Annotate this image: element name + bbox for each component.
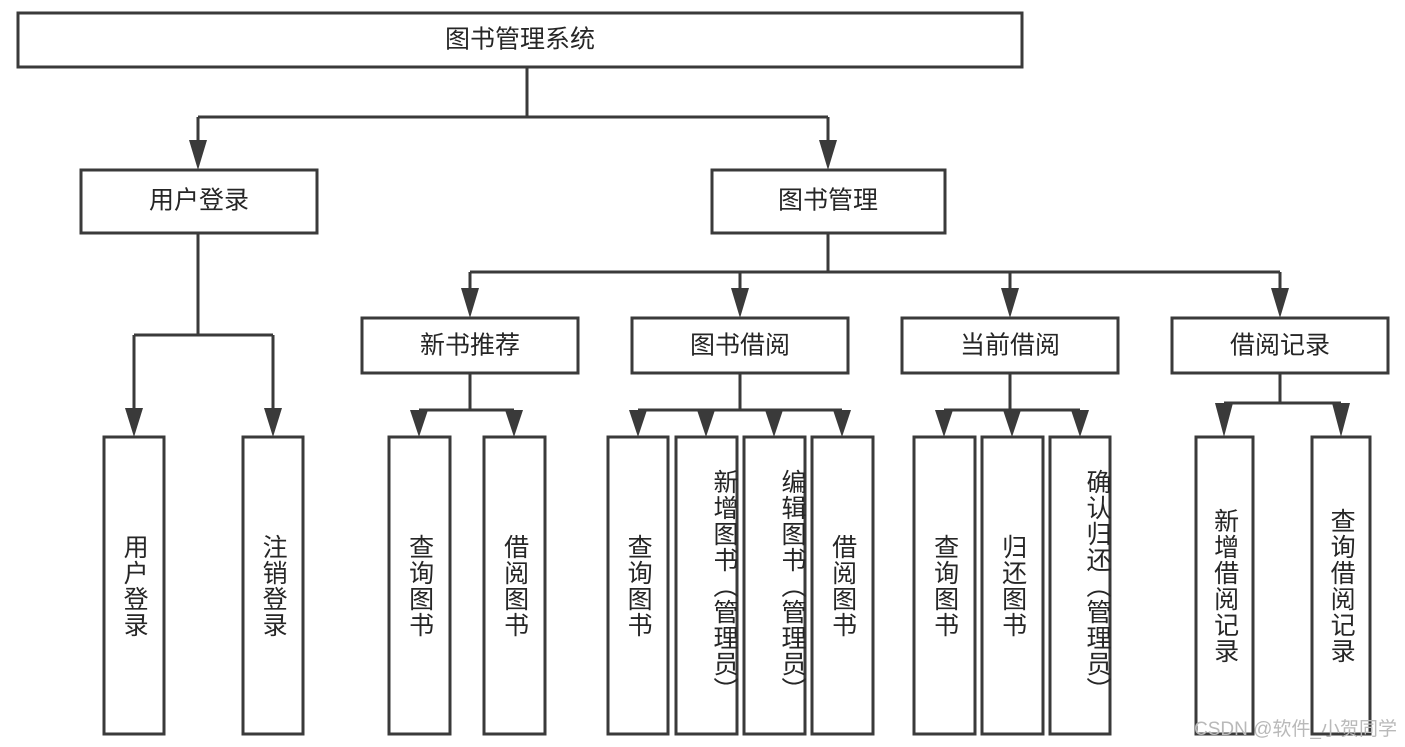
node-new-book-recommend[interactable]: 新书推荐 <box>360 316 580 375</box>
leaf-label-query-record: 查询借阅记录 <box>1327 507 1356 664</box>
leaf-label-borrow-book-br: 借阅图书 <box>828 533 857 638</box>
arrow-icon-current <box>1001 288 1019 318</box>
watermark-text: CSDN @软件_小贺同学 <box>1194 719 1397 740</box>
leaf-label-confirm-return-admin: 确认归还（管理员） <box>1083 468 1111 703</box>
node-root-box[interactable] <box>16 11 1024 69</box>
node-book-borrow-label: 图书借阅 <box>690 332 790 360</box>
arrow-icon-leaf-logout <box>264 408 282 437</box>
arrow-icon-cu-3 <box>1071 410 1089 437</box>
leaf-box-user-login[interactable] <box>102 435 166 736</box>
arrow-icon-borrow <box>731 288 749 318</box>
node-book-borrow[interactable]: 图书借阅 <box>630 316 850 375</box>
leaf-node-boxes <box>102 435 1372 736</box>
node-current-borrow-label: 当前借阅 <box>960 332 1060 360</box>
leaf-label-edit-book-admin: 编辑图书（管理员） <box>778 468 806 703</box>
node-current-borrow-box[interactable] <box>900 316 1120 375</box>
node-root[interactable]: 图书管理系统 <box>16 11 1024 69</box>
arrow-icon-rc-2 <box>1332 403 1350 437</box>
leaf-label-query-book-nb: 查询图书 <box>405 533 434 638</box>
arrow-icon-br-4 <box>833 410 851 437</box>
arrow-icon-rc-1 <box>1215 403 1233 437</box>
leaf-box-query-book-cu[interactable] <box>912 435 977 736</box>
node-root-label: 图书管理系统 <box>445 26 595 54</box>
arrow-icon-cu-2 <box>1003 410 1021 437</box>
node-borrow-records-box[interactable] <box>1170 316 1390 375</box>
node-book-borrow-box[interactable] <box>630 316 850 375</box>
leaf-label-query-book-cu: 查询图书 <box>930 533 959 638</box>
leaf-box-query-record[interactable] <box>1310 435 1372 736</box>
leaf-box-add-record[interactable] <box>1194 435 1255 736</box>
node-book-management-box[interactable] <box>710 168 947 235</box>
leaf-box-return-book[interactable] <box>980 435 1045 736</box>
leaf-label-add-book-admin: 新增图书（管理员） <box>710 468 738 703</box>
node-user-login[interactable]: 用户登录 <box>79 168 319 235</box>
arrow-icon-cu-1 <box>935 410 953 437</box>
leaf-label-user-login: 用户登录 <box>120 533 149 638</box>
leaf-label-logout: 注销登录 <box>259 533 288 638</box>
node-new-book-recommend-label: 新书推荐 <box>420 332 520 360</box>
arrow-icon-br-1 <box>629 410 647 437</box>
node-current-borrow[interactable]: 当前借阅 <box>900 316 1120 375</box>
leaf-label-borrow-book-nb: 借阅图书 <box>500 533 529 638</box>
arrow-icon-new-book <box>461 288 479 318</box>
arrow-icon-br-3 <box>765 410 783 437</box>
leaf-box-logout[interactable] <box>241 435 305 736</box>
arrow-icon-br-2 <box>697 410 715 437</box>
leaf-box-confirm-return-admin[interactable] <box>1048 435 1112 736</box>
arrow-icon-user-login <box>189 140 207 170</box>
node-user-login-box[interactable] <box>79 168 319 235</box>
arrow-icon-leaf-user-login <box>125 408 143 437</box>
leaf-box-add-book-admin[interactable] <box>674 435 739 736</box>
leaf-label-query-book-br: 查询图书 <box>624 533 653 638</box>
leaf-label-add-record: 新增借阅记录 <box>1210 507 1239 664</box>
leaf-box-query-book-br[interactable] <box>606 435 670 736</box>
arrow-icon-nb-1 <box>410 410 428 437</box>
leaf-box-query-book-nb[interactable] <box>387 435 452 736</box>
arrow-icon-book-mgmt <box>819 140 837 170</box>
node-borrow-records[interactable]: 借阅记录 <box>1170 316 1390 375</box>
node-book-management-label: 图书管理 <box>778 187 878 215</box>
node-borrow-records-label: 借阅记录 <box>1230 332 1330 360</box>
leaf-box-borrow-book-nb[interactable] <box>482 435 547 736</box>
node-book-management[interactable]: 图书管理 <box>710 168 947 235</box>
leaf-box-edit-book-admin[interactable] <box>742 435 807 736</box>
arrow-heads <box>125 140 1350 437</box>
arrow-icon-nb-2 <box>505 410 523 437</box>
leaf-label-return-book: 归还图书 <box>998 533 1027 638</box>
leaf-box-borrow-book-br[interactable] <box>810 435 875 736</box>
node-user-login-label: 用户登录 <box>149 187 249 215</box>
arrow-icon-records <box>1271 288 1289 318</box>
node-new-book-recommend-box[interactable] <box>360 316 580 375</box>
